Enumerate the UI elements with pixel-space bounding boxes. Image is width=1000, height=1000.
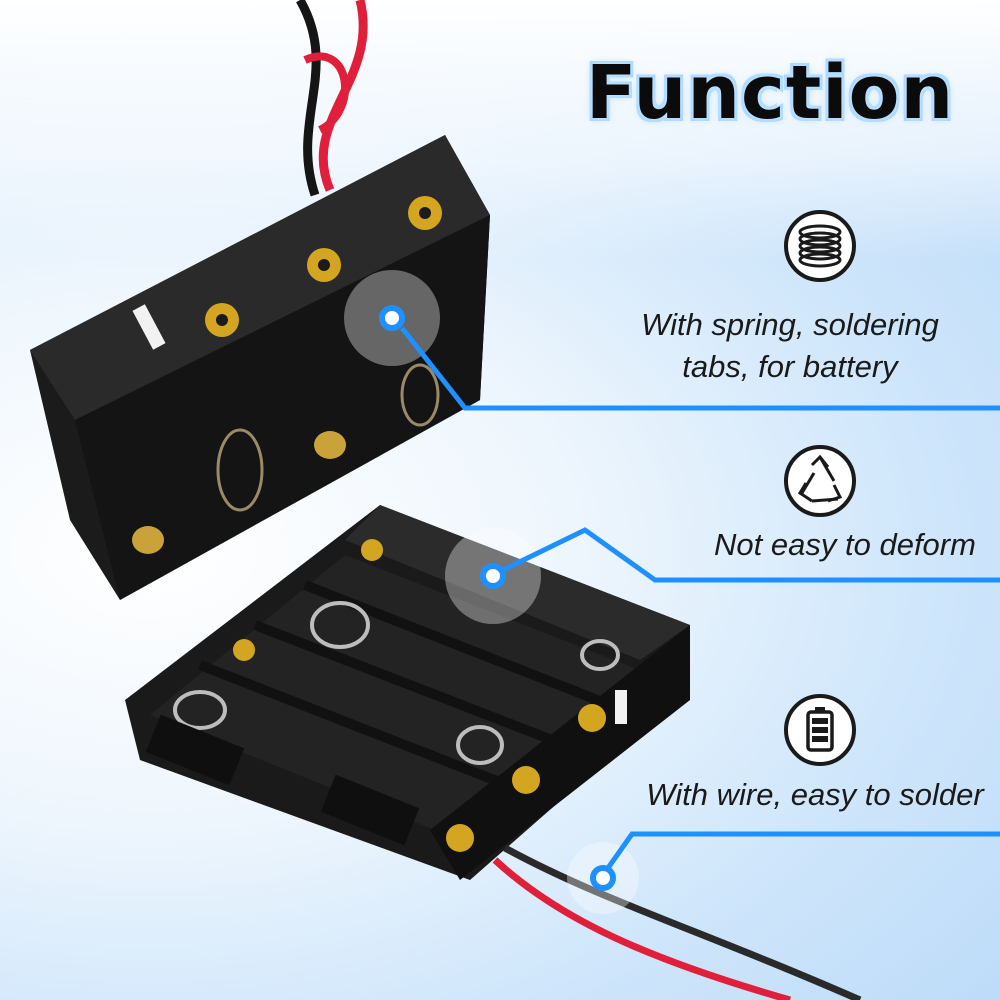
callout-line-1 — [344, 270, 1000, 411]
callout-line-3 — [567, 831, 1000, 914]
callout-line-2 — [445, 527, 1000, 624]
bottom-wire-red — [492, 857, 791, 1000]
bottom-wire-black — [503, 844, 862, 1000]
solder-tab — [446, 824, 474, 852]
feature-spring-line2: tabs, for battery — [682, 349, 898, 384]
recycle-icon — [782, 443, 858, 519]
top-wire-black — [296, 0, 321, 197]
battery-icon — [782, 692, 858, 768]
feature-deform-text: Not easy to deform — [714, 527, 976, 562]
feature-wire-text: With wire, easy to solder — [646, 777, 984, 812]
feature-spring-text: With spring, soldering tabs, for battery — [620, 304, 960, 388]
solder-tab — [578, 704, 606, 732]
spring-icon — [782, 208, 858, 284]
bottom-battery-holder — [125, 505, 690, 880]
solder-tab — [512, 766, 540, 794]
feature-spring-line1: With spring, soldering — [641, 307, 939, 342]
page-title: Function — [585, 50, 955, 136]
